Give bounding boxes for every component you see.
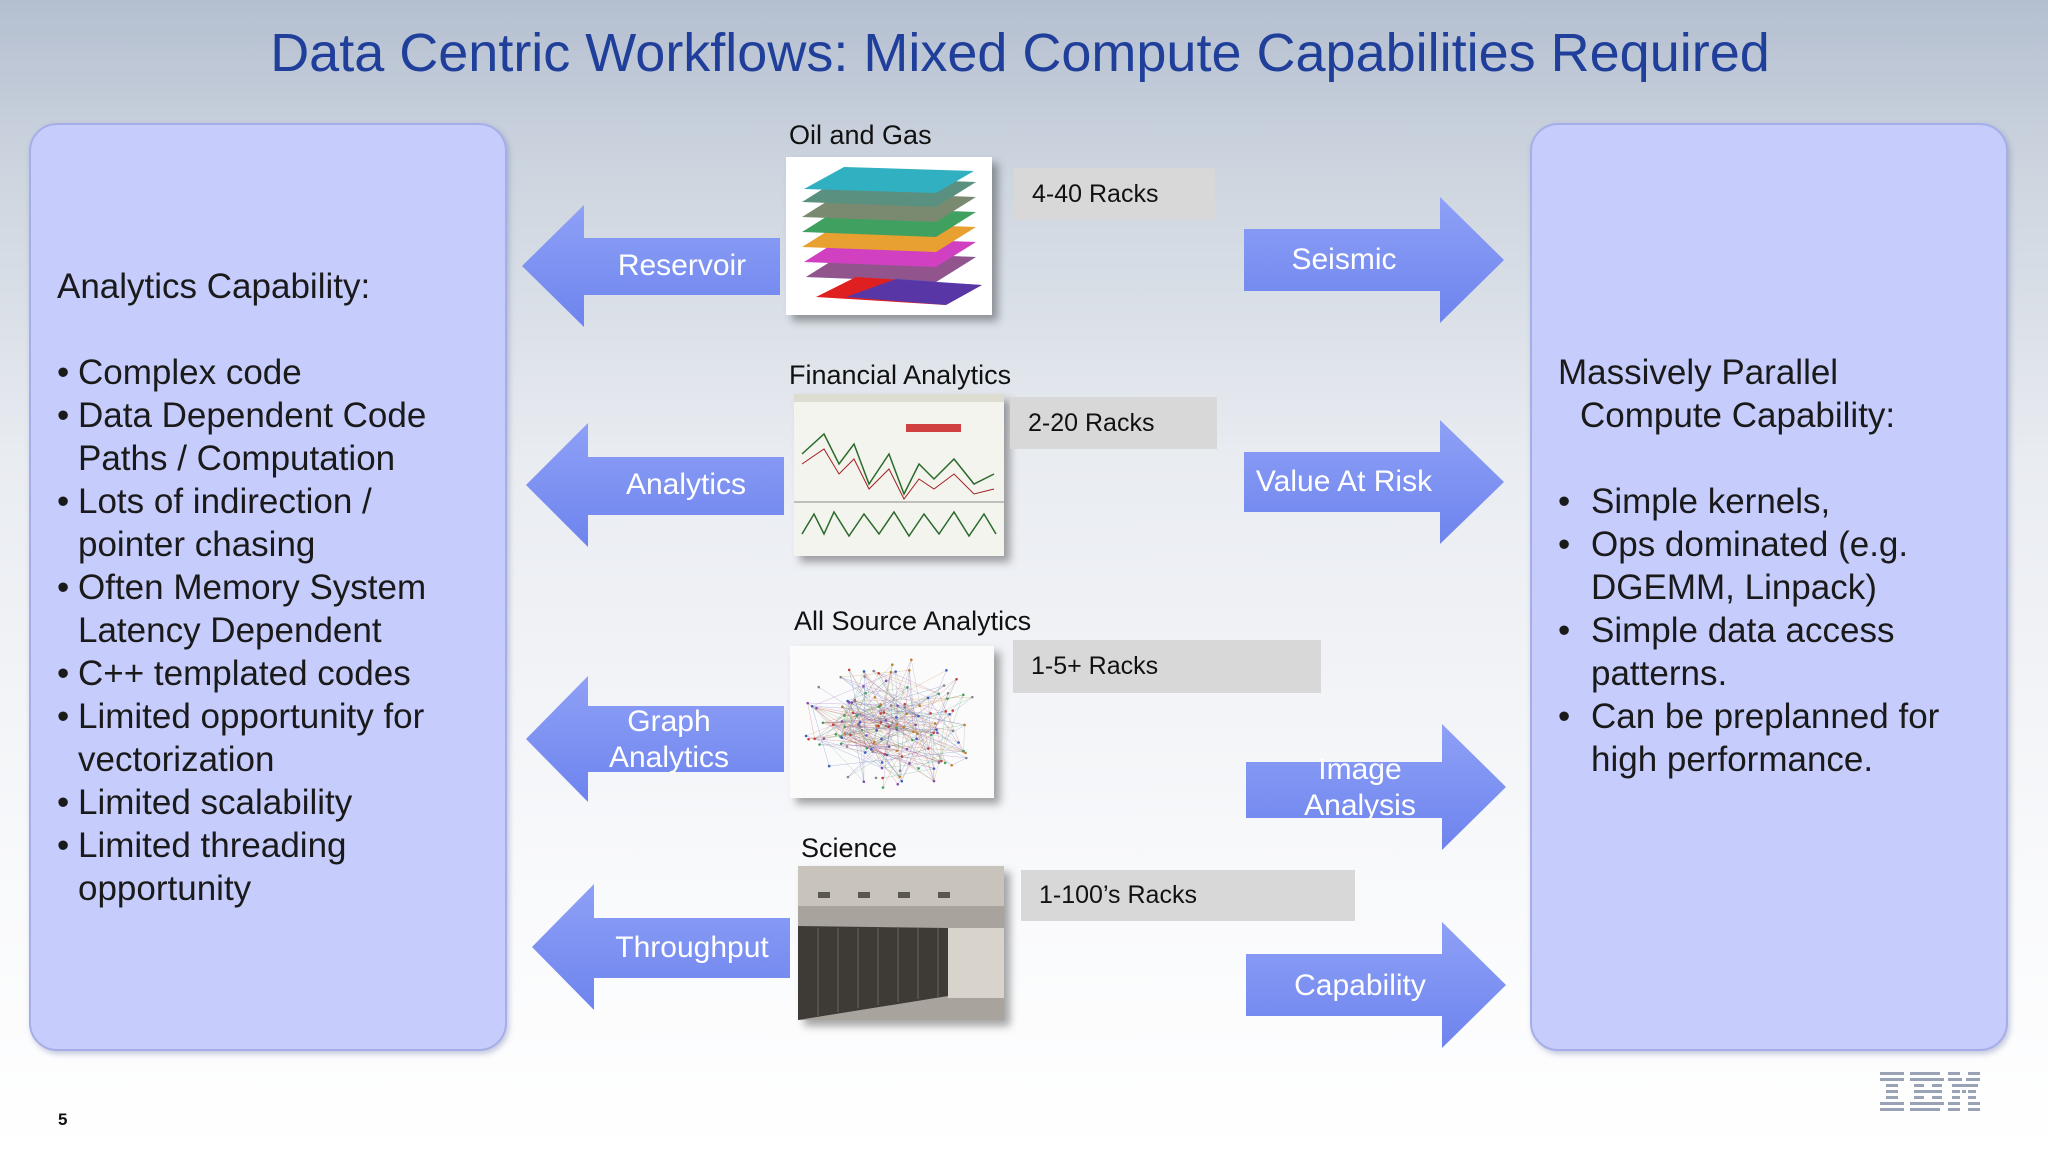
bullet-dot-icon: • [1558,482,1571,521]
racks-oil-and-gas-label: 4-40 Racks [1032,179,1159,208]
oil-gas-seismic-layers-image [786,157,992,315]
value-at-risk-arrow-right [1244,420,1504,544]
bullet-text-line: pointer chasing [78,525,316,564]
bullet-item: • Simple kernels, [1558,480,1998,523]
bullet-item: •Limited scalability [57,781,497,824]
bullet-dot-icon: • [57,826,70,865]
throughput-arrow-label: Throughput [615,931,769,964]
analytics-arrow-left [526,423,784,547]
bullet-dot-icon: • [57,568,70,607]
graph-analytics-arrow-left [526,676,784,802]
category-label-oil-and-gas: Oil and Gas [789,120,932,150]
capability-arrow-right [1246,922,1506,1048]
bullet-item: •Limited threading opportunity [57,824,497,910]
racks-science: 1-100’s Racks [1021,870,1355,921]
reservoir-arrow-left [522,205,780,327]
reservoir-arrow-label: Reservoir [617,249,747,282]
supercomputer-image [798,866,1004,1020]
analytics-capability-panel [29,123,507,1051]
graph-analytics-arrow-label: Graph Analytics [608,705,730,774]
bullet-text-line: C++ templated codes [78,654,411,693]
bullet-dot-icon: • [1558,611,1571,650]
bullet-text-line: Often Memory System [78,568,427,607]
bullet-dot-icon: • [1558,525,1571,564]
image-analysis-arrow-right [1246,724,1506,850]
racks-financial-analytics-label: 2-20 Racks [1028,408,1155,437]
bullet-text-line: Can be preplanned for [1591,697,1940,736]
bullet-text-line: Limited opportunity for [78,697,425,736]
racks-financial-analytics: 2-20 Racks [1010,397,1217,449]
ibm-logo [1880,1072,1980,1111]
bullet-dot-icon: • [1558,697,1571,736]
racks-all-source-analytics-label: 1-5+ Racks [1031,652,1159,680]
parallel-compute-heading-line1: Massively Parallel [1558,353,1839,392]
bullet-item: •Limited opportunity for vectorization [57,695,497,781]
bullet-text-line: vectorization [78,740,275,779]
analytics-capability-heading: Analytics Capability: [57,267,371,306]
slide-title: Data Centric Workflows: Mixed Compute Ca… [270,23,1770,83]
racks-science-label: 1-100’s Racks [1039,881,1197,909]
category-label-all-source-analytics: All Source Analytics [794,606,1032,636]
bullet-text-line: Simple data access [1591,611,1895,650]
racks-oil-and-gas: 4-40 Racks [1014,168,1215,220]
image-analysis-arrow-label: Image Analysis [1304,753,1416,822]
bullet-item: •C++ templated codes [57,652,497,695]
bullet-text-line: Lots of indirection / [78,482,372,521]
capability-arrow-label: Capability [1294,969,1426,1002]
racks-all-source-analytics: 1-5+ Racks [1013,640,1321,693]
bullet-text-line: Latency Dependent [78,611,382,650]
category-label-science: Science [801,833,898,863]
graph-network-image [790,646,994,798]
value-at-risk-arrow-label: Value At Risk [1255,465,1433,498]
bullet-text-line: Simple kernels, [1591,482,1831,521]
page-number: 5 [58,1110,68,1129]
bullet-text-line: Complex code [78,353,302,392]
seismic-arrow-right [1244,197,1504,323]
bullet-dot-icon: • [57,482,70,521]
bullet-text-line: opportunity [78,869,252,908]
bullet-dot-icon: • [57,654,70,693]
bullet-text-line: Ops dominated (e.g. [1591,525,1909,564]
parallel-compute-text: Massively Parallel Compute Capability: •… [1558,351,1998,781]
parallel-compute-heading-line2: Compute Capability: [1580,396,1896,435]
analytics-arrow-label: Analytics [625,468,747,501]
throughput-arrow-left [532,884,790,1010]
bullet-text-line: Limited threading [78,826,347,865]
bullet-item: •Lots of indirection / pointer chasing [57,480,497,566]
bullet-dot-icon: • [57,396,70,435]
bullet-dot-icon: • [57,353,70,392]
bullet-item: •Complex code [57,351,497,394]
bullet-text-line: Limited scalability [78,783,353,822]
financial-chart-image [794,394,1004,556]
bullet-text-line: high performance. [1591,740,1874,779]
bullet-item: • Can be preplanned for high performance. [1558,695,1998,781]
bullet-dot-icon: • [57,783,70,822]
category-label-financial-analytics: Financial Analytics [789,360,1012,390]
bullet-text-line: DGEMM, Linpack) [1591,568,1877,607]
bullet-text-line: Data Dependent Code [78,396,427,435]
analytics-capability-text: Analytics Capability: •Complex code•Data… [57,265,497,910]
bullet-text-line: Paths / Computation [78,439,396,478]
seismic-arrow-label: Seismic [1291,243,1397,276]
parallel-compute-panel [1530,123,2008,1051]
bullet-item: • Simple data access patterns. [1558,609,1998,695]
parallel-compute-list: • Simple kernels, • Ops dominated (e.g. DGEM… [1558,480,1998,781]
bullet-dot-icon: • [57,697,70,736]
bullet-text-line: patterns. [1591,654,1728,693]
bullet-item: • Ops dominated (e.g. DGEMM, Linpack) [1558,523,1998,609]
